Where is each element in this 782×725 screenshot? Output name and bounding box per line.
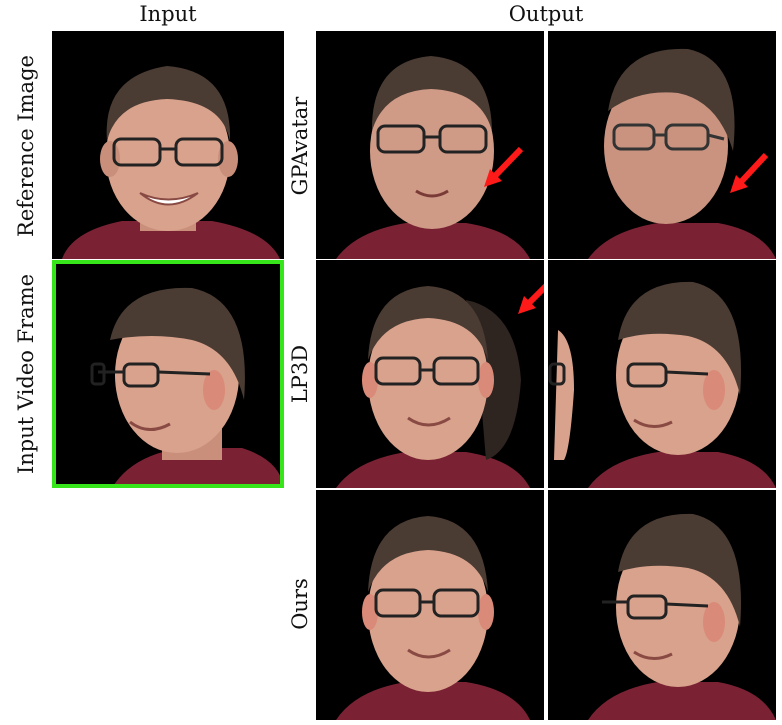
gpavatar-output-1 [316,31,544,259]
lp3d-label: LP3D [288,344,312,404]
lp3d-output-1 [316,260,544,488]
gpavatar-label: GPAvatar [288,96,312,196]
ours-output-2 [548,490,776,720]
input-column-header: Input [139,2,197,26]
reference-image-label: Reference Image [14,55,38,237]
reference-image [52,31,284,259]
lp3d-output-2 [548,260,776,488]
ours-output-1 [316,490,544,720]
input-video-frame-label: Input Video Frame [14,273,38,475]
gpavatar-output-2 [548,31,776,259]
input-frame-highlight-border [52,260,284,488]
output-column-header: Output [508,2,584,26]
arrow-icon [491,146,524,180]
input-video-frame [52,260,284,488]
ours-label: Ours [288,578,312,630]
